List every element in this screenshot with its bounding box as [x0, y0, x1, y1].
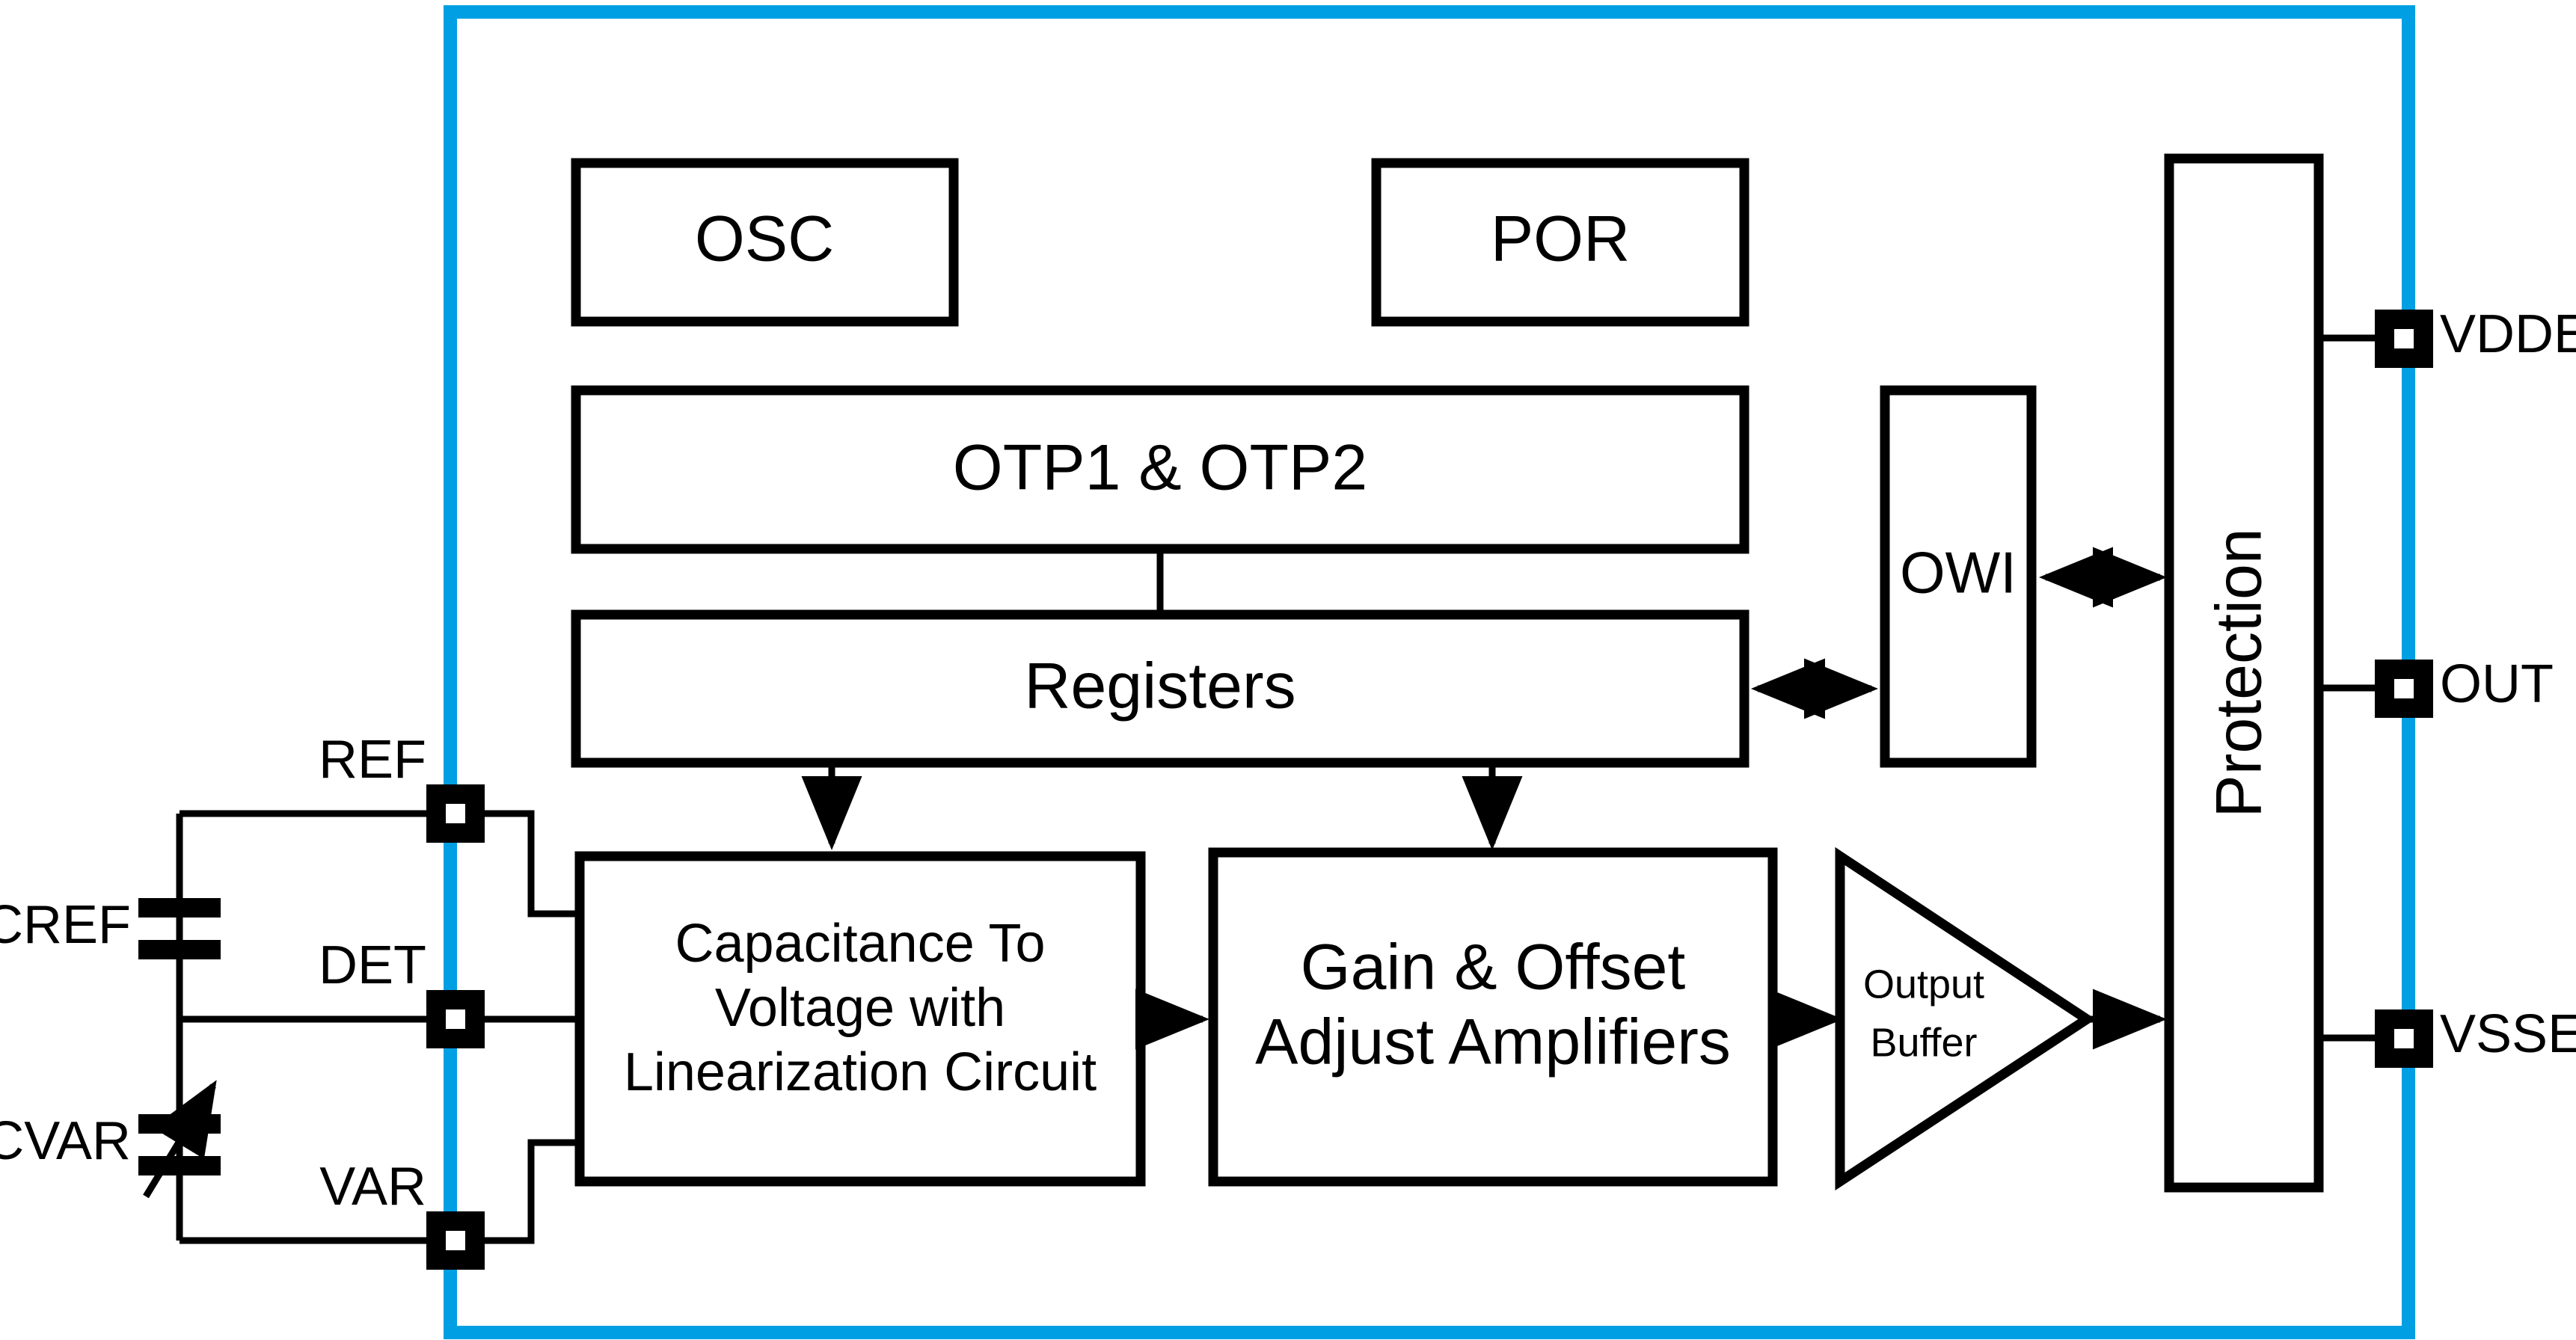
- label-cref: CREF: [0, 895, 131, 955]
- pin-label-det: DET: [319, 935, 426, 995]
- pin-box-vdde[interactable]: [2375, 310, 2433, 368]
- pin-label-vsse: VSSE: [2440, 1004, 2576, 1064]
- block-osc-label: OSC: [695, 203, 834, 275]
- block-protection: [2164, 153, 2324, 1193]
- block-osc: [571, 158, 959, 327]
- block-registers-label: Registers: [1024, 651, 1295, 722]
- block-owi-label: OWI: [1900, 540, 2017, 606]
- pin-box-ref[interactable]: [426, 784, 485, 843]
- pin-label-vdde: VDDE: [2440, 304, 2576, 364]
- block-por-label: POR: [1491, 203, 1630, 275]
- block-owi: [1880, 385, 2037, 768]
- label-cvar: CVAR: [0, 1111, 131, 1171]
- pin-label-var: VAR: [319, 1157, 426, 1217]
- wire-var-to-c2v: [475, 1139, 584, 1244]
- pin-box-out[interactable]: [2375, 660, 2433, 718]
- gain-label-line2: Adjust Amplifiers: [1255, 1006, 1731, 1078]
- block-registers: [571, 609, 1749, 768]
- pin-box-var[interactable]: [426, 1211, 485, 1270]
- output-buffer-label-line1: Output: [1863, 962, 1984, 1006]
- block-por: [1371, 158, 1749, 327]
- block-gain-offset: [1208, 847, 1778, 1187]
- block-otp-label: OTP1 & OTP2: [953, 432, 1367, 504]
- pin-label-out: OUT: [2440, 654, 2554, 714]
- wire-ref-to-c2v: [475, 810, 584, 918]
- c2v-label-line2: Voltage with: [715, 978, 1005, 1038]
- cvar-variability-arrow: [143, 1080, 217, 1199]
- block-output-buffer: [1835, 846, 2096, 1191]
- pin-label-ref: REF: [319, 730, 426, 790]
- output-buffer-label-line2: Buffer: [1870, 1020, 1977, 1065]
- c2v-label-line1: Capacitance To: [675, 914, 1046, 974]
- pin-box-vsse[interactable]: [2375, 1009, 2433, 1068]
- pin-box-det[interactable]: [426, 990, 485, 1048]
- block-otp: [571, 385, 1749, 554]
- gain-label-line1: Gain & Offset: [1301, 932, 1686, 1004]
- block-protection-label: Protection: [2204, 528, 2275, 817]
- block-capacitance-to-voltage: [574, 851, 1146, 1187]
- c2v-label-line3: Linearization Circuit: [624, 1042, 1097, 1102]
